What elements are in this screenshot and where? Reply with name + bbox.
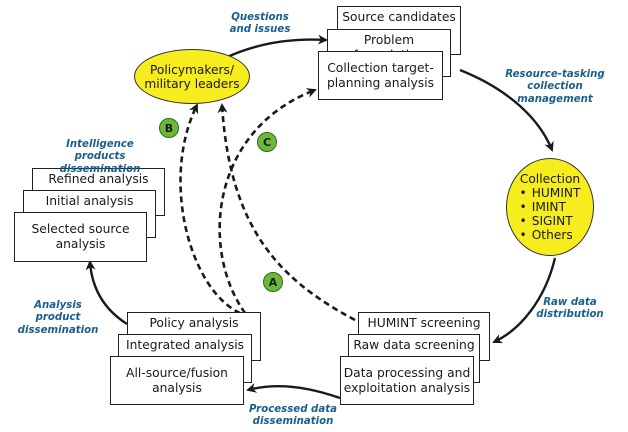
collection-node: Collection HUMINT IMINT SIGINT Others: [506, 158, 594, 256]
label-intel-products: Intelligence products dissemination: [59, 139, 141, 175]
badge-a: A: [263, 272, 283, 292]
collection-title: Collection: [519, 172, 581, 186]
collection-item: Others: [520, 228, 581, 242]
collection-target-box: Collection target- planning analysis: [318, 51, 443, 100]
arrow-resource-tasking: [459, 68, 554, 152]
dashed-arrow-c: [218, 88, 317, 314]
arrow-processed-data: [246, 383, 341, 400]
all-source-box: All-source/fusion analysis: [110, 356, 244, 405]
policymakers-node: Policymakers/ military leaders: [134, 49, 250, 104]
label-raw-data: Raw data distribution: [536, 297, 604, 321]
label-analysis-product: Analysis product dissemination: [17, 300, 99, 336]
data-processing-box: Data processing and exploitation analysi…: [340, 356, 474, 405]
arrow-raw-data: [492, 257, 557, 344]
collection-item: HUMINT: [520, 186, 581, 200]
dashed-arrow-a: [217, 103, 356, 322]
label-questions: Questions and issues: [229, 12, 291, 36]
selected-source-box: Selected source analysis: [14, 212, 147, 262]
label-resource-tasking: Resource-tasking collection management: [505, 69, 605, 105]
collection-item: SIGINT: [520, 214, 581, 228]
dashed-arrow-b: [179, 103, 241, 315]
label-processed-data: Processed data dissemination: [249, 404, 337, 428]
collection-list: HUMINT IMINT SIGINT Others: [520, 186, 581, 242]
badge-c: C: [257, 132, 277, 152]
collection-item: IMINT: [520, 200, 581, 214]
arrow-questions: [224, 34, 328, 60]
badge-b: B: [159, 118, 179, 138]
arrow-analysis-product: [85, 260, 128, 326]
